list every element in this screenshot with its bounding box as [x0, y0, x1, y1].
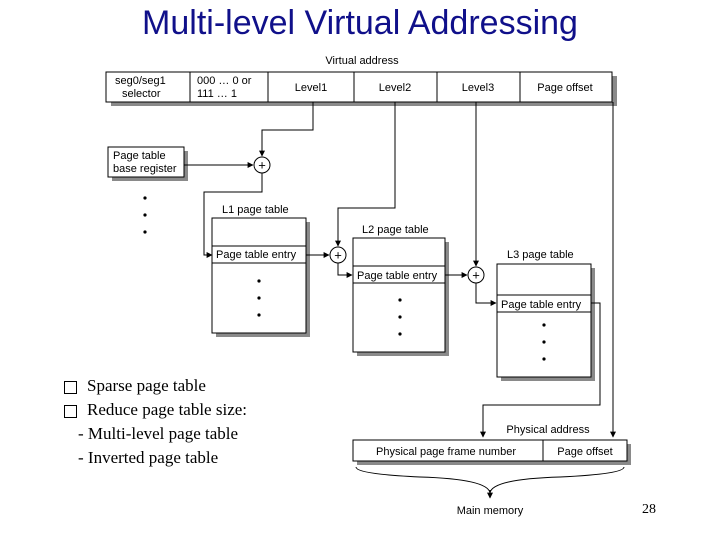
ellipsis-dot: [143, 196, 147, 200]
physical-address-register: Physical page frame number Page offset: [352, 439, 631, 465]
l1-page-table: Page table entry: [211, 217, 310, 337]
page-number: 28: [642, 502, 656, 517]
bullet-list: Sparse page table Reduce page table size…: [64, 374, 247, 470]
sub-bullet: - Multi-level page table: [78, 424, 239, 443]
l1-table-label: L1 page table: [222, 204, 289, 216]
bullet-text: Sparse page table: [87, 376, 206, 395]
extension-value-line2: 111 … 1: [197, 88, 237, 100]
virtual-address-label: Virtual address: [325, 55, 399, 67]
bullet-item: Reduce page table size:: [64, 398, 247, 422]
base-register-line1: Page table: [113, 150, 166, 162]
l1-entry-label: Page table entry: [216, 249, 297, 261]
pa-frame-number-field: Physical page frame number: [376, 446, 516, 458]
selector-field-line1: seg0/seg1: [115, 75, 166, 87]
adder-1: +: [253, 156, 271, 174]
slide-title: Multi-level Virtual Addressing: [142, 4, 578, 42]
virtual-address-register: seg0/seg1 selector 000 … 0 or 111 … 1 Le…: [105, 71, 617, 106]
level3-field: Level3: [462, 82, 494, 94]
main-memory-label: Main memory: [457, 505, 524, 517]
adder-2: +: [329, 246, 347, 264]
adder-3: +: [467, 266, 485, 284]
level2-field: Level2: [379, 82, 411, 94]
selector-field-line2: selector: [122, 88, 161, 100]
base-register: Page table base register: [107, 146, 188, 181]
svg-text:+: +: [472, 268, 480, 283]
level1-field: Level1: [295, 82, 327, 94]
l2-page-table: Page table entry: [352, 237, 449, 356]
l3-table-label: L3 page table: [507, 249, 574, 261]
svg-text:+: +: [334, 248, 342, 263]
physical-address-label: Physical address: [506, 424, 590, 436]
brace-to-memory: [355, 466, 625, 494]
l2-entry-label: Page table entry: [357, 270, 438, 282]
sub-bullet: - Inverted page table: [78, 448, 219, 467]
l2-table-label: L2 page table: [362, 224, 429, 236]
extension-value-line1: 000 … 0 or: [197, 75, 252, 87]
l3-entry-label: Page table entry: [501, 299, 582, 311]
ellipsis-dot: [143, 230, 147, 234]
checkbox-bullet-icon: [64, 404, 77, 418]
base-register-line2: base register: [113, 163, 177, 175]
bullet-text: Reduce page table size:: [87, 400, 248, 419]
ellipsis-dot: [143, 213, 147, 217]
page-offset-field: Page offset: [537, 82, 592, 94]
bullet-item: Sparse page table: [64, 374, 247, 398]
svg-text:+: +: [258, 158, 266, 173]
checkbox-bullet-icon: [64, 380, 77, 394]
pa-page-offset-field: Page offset: [557, 446, 612, 458]
l3-page-table: Page table entry: [496, 263, 595, 381]
